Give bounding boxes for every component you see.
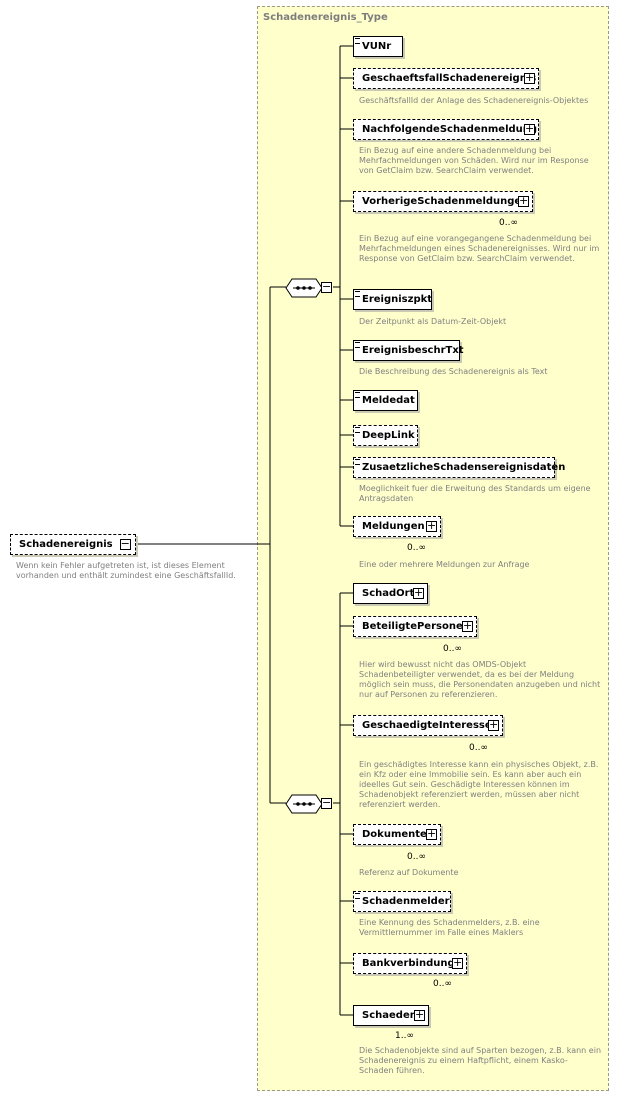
element-annotation: Der Zeitpunkt als Datum-Zeit-Objekt [359, 317, 507, 326]
element-name: VorherigeSchadenmeldungen [362, 196, 529, 207]
collapse-icon[interactable]: − [321, 796, 332, 809]
expand-icon[interactable]: + [414, 1008, 425, 1021]
sequence-compositor-1[interactable]: − [285, 277, 332, 298]
simple-content-icon [355, 392, 360, 398]
simple-content-icon [355, 342, 360, 348]
schema-element[interactable]: SchadOrt+ [353, 583, 428, 604]
element-name: NachfolgendeSchadenmeldung [362, 124, 538, 135]
element-name: BeteiligtePersonen [362, 621, 470, 632]
sequence-icon [285, 794, 323, 814]
element-annotation: Referenz auf Dokumente [359, 868, 459, 877]
simple-content-icon [355, 893, 360, 899]
element-annotation: Ein geschädigtes Interesse kann ein phys… [359, 760, 599, 809]
schema-element[interactable]: Ereigniszpkt [353, 289, 432, 310]
element-name: Meldungen [362, 521, 425, 532]
element-annotation: Moeglichkeit fuer die Erweitung des Stan… [359, 484, 591, 503]
element-name: GeschaedigteInteressen [362, 720, 499, 731]
expand-icon[interactable]: + [426, 519, 437, 532]
sequence-compositor-2[interactable]: − [285, 793, 332, 814]
element-name: Schadenmelder [362, 896, 450, 907]
schema-element[interactable]: VorherigeSchadenmeldungen+ [353, 191, 533, 212]
element-name: Meldedat [362, 395, 415, 406]
schema-element[interactable]: Schadenmelder [353, 891, 451, 912]
schema-element[interactable]: Dokumente+ [353, 824, 441, 845]
multiplicity-label: 0..∞ [407, 543, 426, 553]
element-annotation: Eine oder mehrere Meldungen zur Anfrage [359, 560, 530, 569]
element-name: Schaeden [362, 1010, 417, 1021]
root-element-name: Schadenereignis [19, 539, 113, 550]
multiplicity-label: 1..∞ [395, 1031, 414, 1041]
multiplicity-label: 0..∞ [499, 218, 518, 228]
multiplicity-label: 0..∞ [407, 852, 426, 862]
collapse-icon[interactable]: − [321, 280, 332, 293]
element-name: DeepLink [362, 430, 415, 441]
schema-element[interactable]: Bankverbindung+ [353, 953, 467, 974]
schema-element[interactable]: NachfolgendeSchadenmeldung+ [353, 119, 539, 140]
schema-element[interactable]: GeschaeftsfallSchadenereignis+ [353, 68, 539, 89]
element-annotation: Ein Bezug auf eine andere Schadenmeldung… [359, 146, 589, 175]
schema-element[interactable]: BeteiligtePersonen+ [353, 616, 477, 637]
schema-element[interactable]: Meldedat [353, 390, 418, 411]
element-annotation: Hier wird bewusst nicht das OMDS-Objekt … [359, 660, 601, 699]
expand-icon[interactable]: + [452, 956, 463, 969]
expand-icon[interactable]: + [518, 194, 529, 207]
schema-element[interactable]: GeschaedigteInteressen+ [353, 715, 503, 736]
element-annotation: GeschäftsfallId der Anlage des Schadener… [359, 96, 589, 105]
complex-type-title: Schadenereignis_Type [263, 12, 388, 23]
element-name: GeschaeftsfallSchadenereignis [362, 73, 537, 84]
element-name: SchadOrt [362, 588, 415, 599]
expand-icon[interactable]: + [524, 122, 535, 135]
simple-content-icon [355, 291, 360, 297]
sequence-icon [285, 278, 323, 298]
schema-element[interactable]: DeepLink [353, 425, 418, 446]
element-name: VUNr [362, 41, 392, 52]
schema-element[interactable]: VUNr [353, 36, 403, 57]
simple-content-icon [355, 459, 360, 465]
element-annotation: Die Beschreibung des Schadenereignis als… [359, 367, 548, 376]
expand-icon[interactable]: + [488, 718, 499, 731]
multiplicity-label: 0..∞ [469, 743, 488, 753]
collapse-icon[interactable]: − [119, 537, 131, 550]
expand-icon[interactable]: + [524, 71, 535, 84]
element-name: Ereigniszpkt [362, 294, 433, 305]
element-name: EreignisbeschrTxt [362, 345, 464, 356]
element-name: Bankverbindung [362, 958, 455, 969]
schema-element[interactable]: Schaeden+ [353, 1005, 429, 1026]
multiplicity-label: 0..∞ [433, 979, 452, 989]
simple-content-icon [355, 38, 360, 44]
schema-element[interactable]: ZusaetzlicheSchadensereignisdaten [353, 457, 565, 478]
multiplicity-label: 0..∞ [443, 644, 462, 654]
expand-icon[interactable]: + [462, 619, 473, 632]
root-element[interactable]: Schadenereignis − [10, 534, 136, 555]
element-name: ZusaetzlicheSchadensereignisdaten [362, 462, 566, 473]
expand-icon[interactable]: + [413, 586, 424, 599]
element-annotation: Ein Bezug auf eine vorangegangene Schade… [359, 234, 600, 263]
element-annotation: Eine Kennung des Schadenmelders, z.B. ei… [359, 918, 540, 937]
element-name: Dokumente [362, 829, 427, 840]
schema-element[interactable]: EreignisbeschrTxt [353, 340, 464, 361]
expand-icon[interactable]: + [426, 827, 437, 840]
simple-content-icon [355, 427, 360, 433]
root-annotation: Wenn kein Fehler aufgetreten ist, ist di… [16, 561, 236, 580]
element-annotation: Die Schadenobjekte sind auf Sparten bezo… [359, 1046, 602, 1075]
schema-element[interactable]: Meldungen+ [353, 516, 441, 537]
